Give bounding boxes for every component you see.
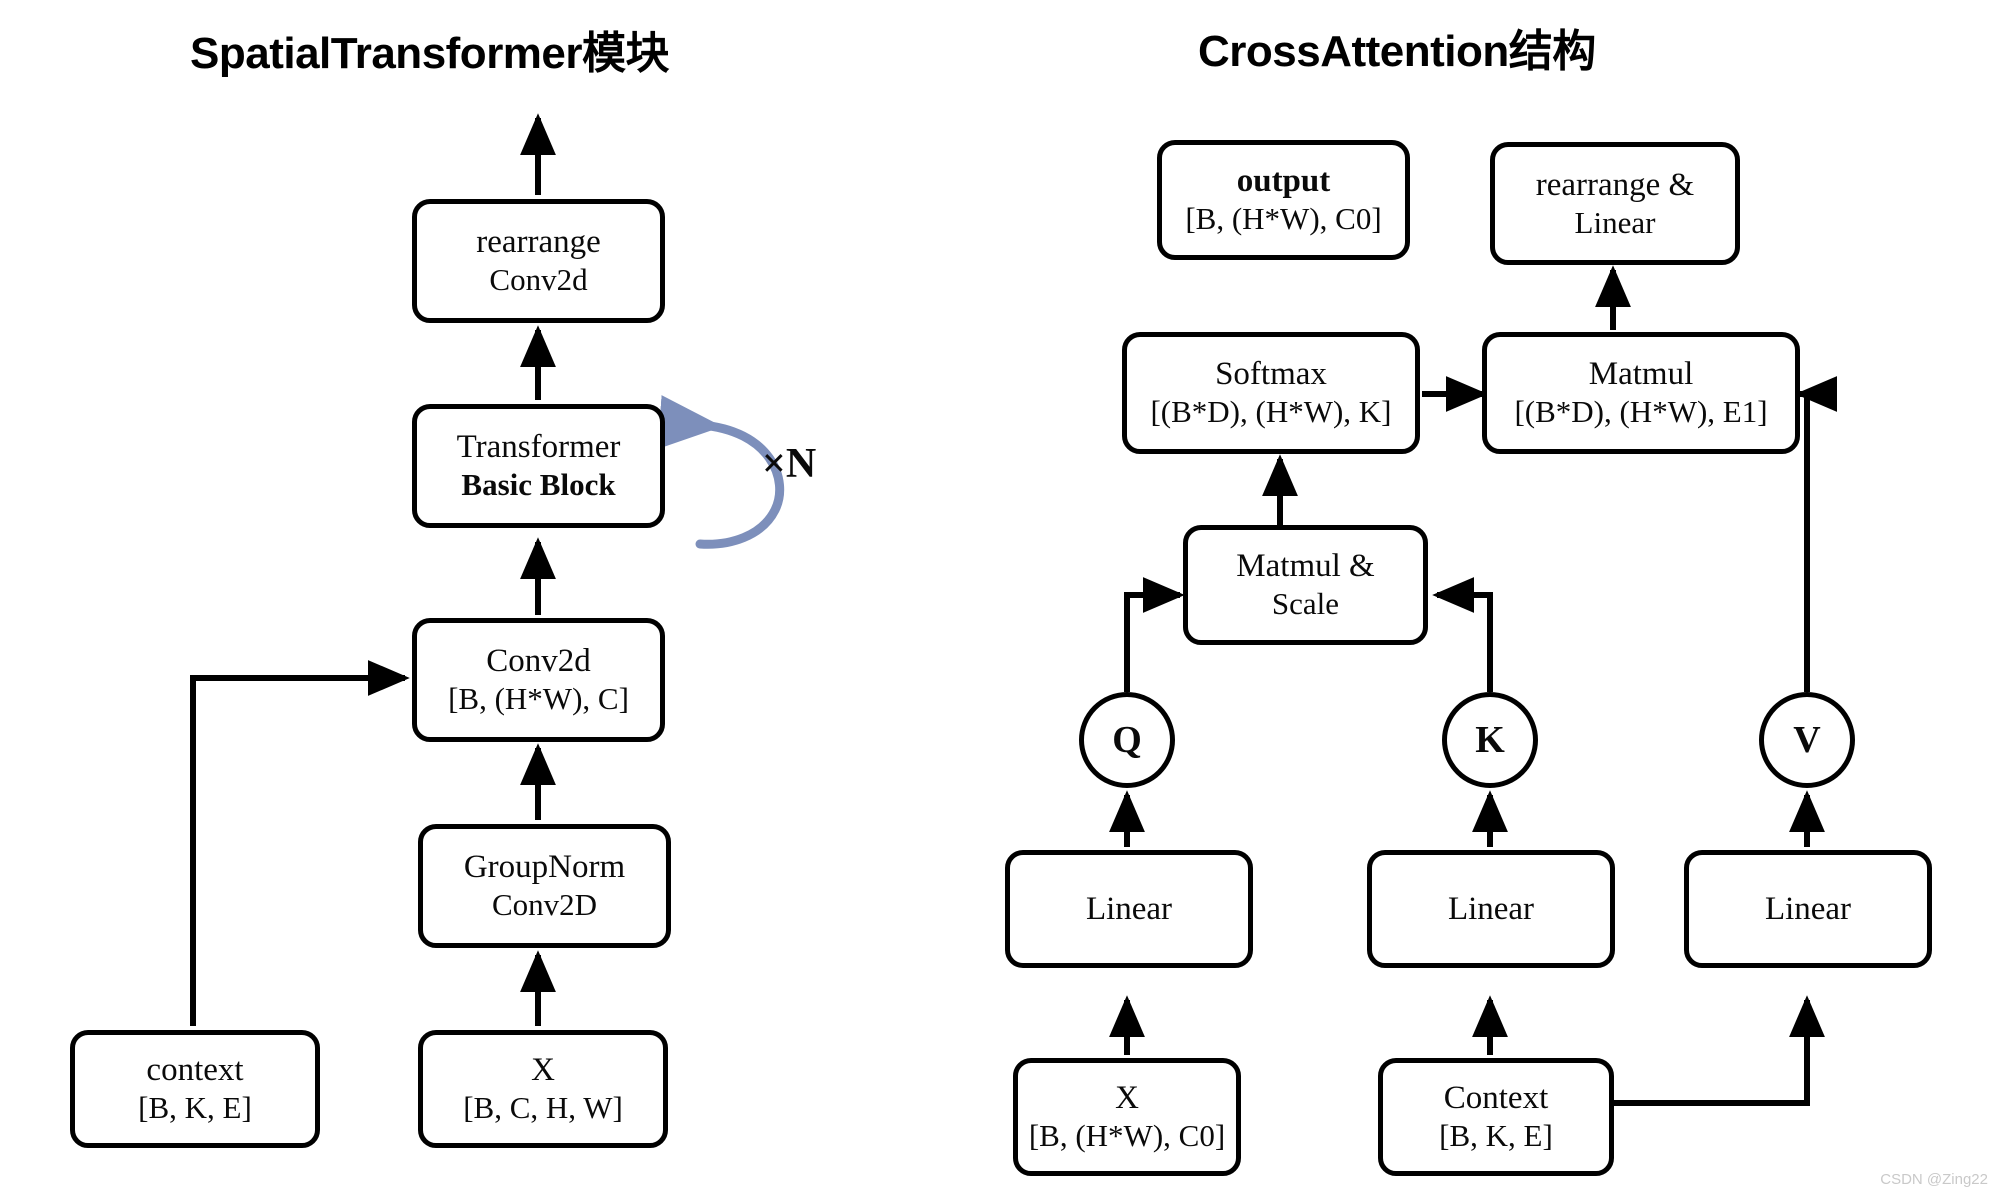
node-rearrange-line2: Conv2d — [489, 262, 588, 298]
node-output[interactable]: output [B, (H*W), C0] — [1157, 140, 1410, 260]
node-matmul-scale[interactable]: Matmul & Scale — [1183, 525, 1428, 645]
node-linear-v[interactable]: Linear — [1684, 850, 1932, 968]
node-context-line1: context — [146, 1052, 244, 1089]
node-context-input[interactable]: Context [B, K, E] — [1378, 1058, 1614, 1176]
node-softmax[interactable]: Softmax [(B*D), (H*W), K] — [1122, 332, 1420, 454]
arrow-context-to-conv2d — [190, 660, 410, 1026]
arrow-q-to-matmulscale — [1124, 577, 1185, 692]
node-x-input-line1: X — [1115, 1080, 1139, 1117]
node-context-input-line1: Context — [1443, 1080, 1549, 1117]
loop-count-label: ×N — [762, 441, 817, 487]
arrow-v-elbow — [1804, 391, 1810, 692]
node-rearrange-linear-line1: rearrange & — [1535, 166, 1695, 203]
node-conv2d[interactable]: Conv2d [B, (H*W), C] — [412, 618, 665, 742]
circle-q-label: Q — [1112, 719, 1142, 761]
node-groupnorm-line2: Conv2D — [491, 887, 598, 923]
node-linear-k-label: Linear — [1447, 890, 1535, 927]
right-diagram-title: CrossAttention结构 — [1198, 27, 1596, 76]
arrow-context-to-linearv — [1614, 995, 1825, 1106]
node-x-input-line2: [B, (H*W), C0] — [1028, 1118, 1226, 1154]
node-context[interactable]: context [B, K, E] — [70, 1030, 320, 1148]
node-context-input-line2: [B, K, E] — [1439, 1118, 1553, 1154]
node-rearrange-line1: rearrange — [476, 224, 601, 261]
node-transformer[interactable]: Transformer Basic Block — [412, 404, 665, 528]
node-x-input[interactable]: X [B, (H*W), C0] — [1013, 1058, 1241, 1176]
node-matmul-line2: [(B*D), (H*W), E1] — [1514, 394, 1768, 430]
node-rearrange[interactable]: rearrange Conv2d — [412, 199, 665, 323]
node-linear-q-label: Linear — [1085, 890, 1173, 927]
arrow-v-to-matmul — [1804, 391, 1810, 692]
node-linear-k[interactable]: Linear — [1367, 850, 1615, 968]
node-groupnorm[interactable]: GroupNorm Conv2D — [418, 824, 671, 948]
node-rearrange-linear[interactable]: rearrange & Linear — [1490, 142, 1740, 265]
circle-v-label: V — [1793, 719, 1821, 761]
node-output-line2: [B, (H*W), C0] — [1185, 201, 1382, 237]
circle-q[interactable]: Q — [1079, 692, 1175, 788]
node-conv2d-line2: [B, (H*W), C] — [448, 681, 629, 717]
node-x-line2: [B, C, H, W] — [463, 1090, 623, 1126]
node-matmul-line1: Matmul — [1588, 356, 1694, 393]
node-output-line1: output — [1236, 163, 1331, 200]
node-softmax-line2: [(B*D), (H*W), K] — [1150, 394, 1392, 430]
node-transformer-line1: Transformer — [456, 429, 621, 466]
node-softmax-line1: Softmax — [1215, 356, 1327, 393]
node-groupnorm-line1: GroupNorm — [463, 849, 626, 886]
circle-k[interactable]: K — [1442, 692, 1538, 788]
circle-k-label: K — [1475, 719, 1505, 761]
node-x-line1: X — [531, 1052, 555, 1089]
node-rearrange-linear-line2: Linear — [1574, 204, 1656, 240]
node-matmul-scale-line1: Matmul & — [1236, 548, 1375, 585]
arrow-k-to-matmulscale — [1432, 577, 1493, 692]
left-diagram-title: SpatialTransformer模块 — [190, 29, 670, 78]
node-context-line2: [B, K, E] — [138, 1090, 252, 1126]
node-linear-q[interactable]: Linear — [1005, 850, 1253, 968]
circle-v[interactable]: V — [1759, 692, 1855, 788]
watermark: CSDN @Zing22 — [1880, 1171, 1988, 1188]
node-conv2d-line1: Conv2d — [486, 643, 591, 680]
node-matmul-scale-line2: Scale — [1271, 586, 1340, 622]
node-linear-v-label: Linear — [1764, 890, 1852, 927]
node-transformer-line2: Basic Block — [461, 467, 616, 503]
node-matmul[interactable]: Matmul [(B*D), (H*W), E1] — [1482, 332, 1800, 454]
arrow-v-to-matmul-leg — [1804, 391, 1810, 692]
node-x[interactable]: X [B, C, H, W] — [418, 1030, 668, 1148]
